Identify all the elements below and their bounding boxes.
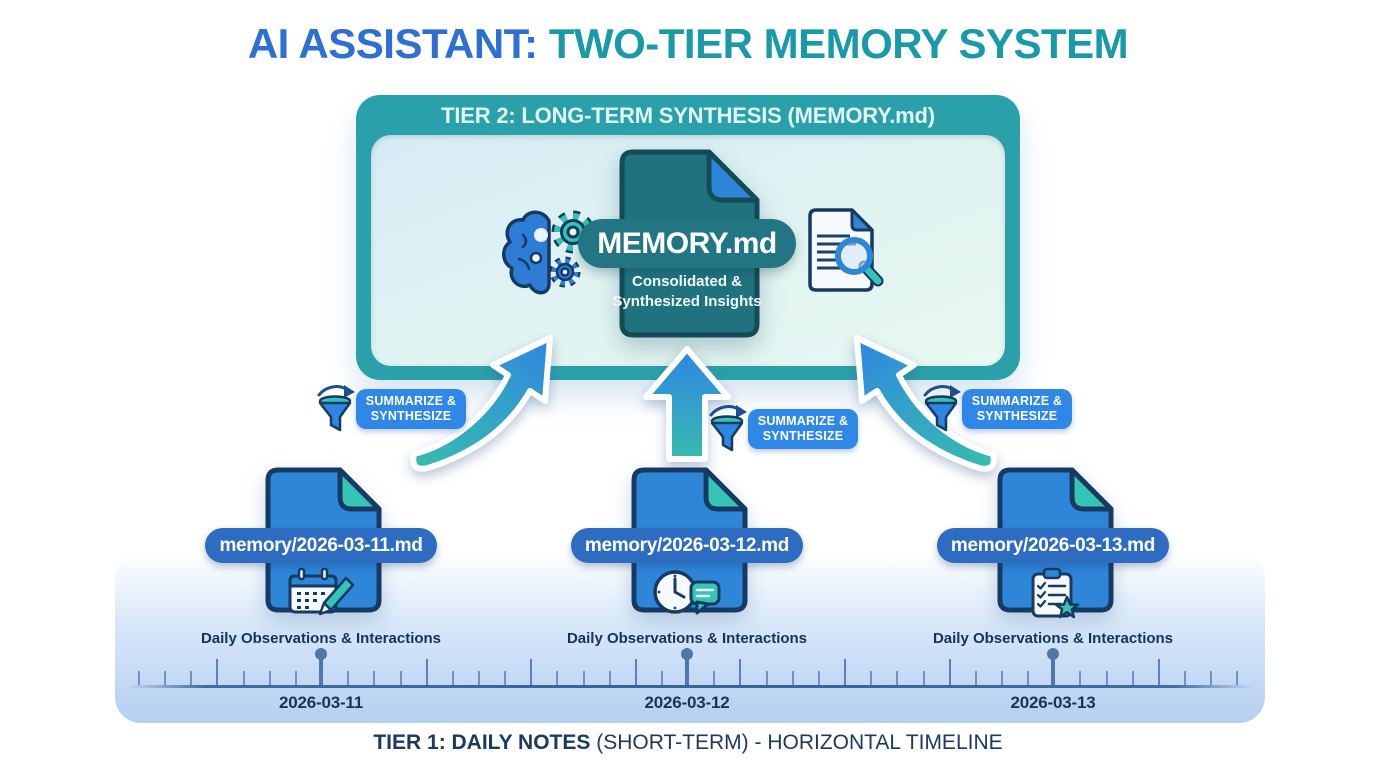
tier1-caption-bold: TIER 1: DAILY NOTES [373, 731, 591, 754]
timeline-tick [765, 671, 768, 685]
file-caption: Daily Observations & Interactions [566, 630, 808, 647]
up-arrow-icon [643, 346, 731, 462]
timeline-tick [661, 671, 663, 685]
summarize-line1: SUMMARIZE & [365, 394, 457, 408]
timeline-tick [582, 671, 585, 685]
timeline-tick [164, 671, 167, 685]
page-title-part2: TWO-TIER MEMORY SYSTEM [537, 20, 1129, 67]
page-title: AI ASSISTANT: TWO-TIER MEMORY SYSTEM [0, 20, 1376, 68]
timeline-tick [347, 671, 350, 685]
marker-dot-icon [681, 648, 693, 660]
file-name-pill: memory/2026-03-12.md [571, 528, 803, 563]
timeline-tick [1079, 671, 1082, 685]
memory-caption-line2: Synthesized Insights [612, 292, 762, 310]
tier1-caption: TIER 1: DAILY NOTES (SHORT-TERM) - HORIZ… [0, 731, 1376, 755]
file-caption: Daily Observations & Interactions [932, 630, 1174, 647]
gear-icon-bottom [549, 256, 581, 288]
summarize-label: SUMMARIZE & SYNTHESIZE [356, 389, 466, 429]
timeline-tick [190, 671, 193, 685]
memory-file-caption: Consolidated & Synthesized Insights [575, 272, 799, 311]
file-name-pill: memory/2026-03-13.md [937, 528, 1169, 563]
timeline-tick [477, 671, 480, 685]
timeline-tick [922, 671, 925, 685]
timeline-tick [216, 659, 219, 685]
timeline-tick [948, 659, 951, 685]
marker-dot-icon [315, 648, 327, 660]
summarize-line2: SYNTHESIZE [762, 429, 844, 443]
daily-file-card: memory/2026-03-12.md Daily Observations … [562, 465, 812, 660]
timeline-tick [504, 671, 507, 685]
tier1-caption-rest: (SHORT-TERM) - HORIZONTAL TIMELINE [590, 731, 1003, 754]
daily-file-card: memory/2026-03-13.md Daily Observations … [928, 465, 1178, 660]
timeline-date: 2026-03-11 [278, 693, 364, 712]
summarize-line1: SUMMARIZE & [971, 394, 1063, 408]
tier2-header: TIER 2: LONG-TERM SYNTHESIS (MEMORY.md) [441, 103, 935, 128]
document-search-icon [808, 208, 884, 292]
timeline-baseline [127, 685, 1253, 688]
timeline-tick [242, 671, 245, 685]
timeline-tick [844, 659, 847, 685]
marker-stem [319, 657, 323, 685]
clipboard-star-icon [1031, 567, 1080, 619]
summarize-label: SUMMARIZE & SYNTHESIZE [748, 409, 858, 449]
timeline-tick [1131, 671, 1134, 685]
timeline-tick [373, 671, 376, 685]
memory-file-label: MEMORY.md [578, 219, 796, 268]
timeline-tick [817, 671, 820, 685]
timeline-tick [399, 671, 402, 685]
timeline-tick [425, 659, 428, 685]
curved-arrow-left-icon [410, 335, 553, 472]
file-name-pill: memory/2026-03-11.md [205, 528, 437, 563]
calendar-pencil-icon [288, 567, 355, 616]
tier2-panel: TIER 2: LONG-TERM SYNTHESIS (MEMORY.md) [356, 95, 1020, 380]
folded-corner-icon [1069, 467, 1114, 512]
timeline-tick [870, 671, 873, 685]
timeline-tick [294, 671, 297, 685]
timeline-tick [713, 671, 716, 685]
timeline-tick [791, 671, 794, 685]
timeline-tick [556, 671, 559, 685]
daily-file-card: memory/2026-03-11.md Daily Observations … [196, 465, 446, 660]
timeline-tick [608, 671, 611, 685]
timeline-tick [530, 659, 533, 685]
memory-caption-line1: Consolidated & [631, 273, 742, 290]
timeline-tick [1236, 671, 1239, 685]
marker-stem [685, 657, 689, 685]
funnel-icon [923, 385, 961, 432]
timeline-tick [1157, 659, 1160, 685]
folded-corner-icon [337, 467, 382, 512]
summarize-line2: SYNTHESIZE [370, 409, 452, 423]
timeline-tick [739, 659, 742, 685]
timeline-tick [1105, 671, 1108, 685]
marker-dot-icon [1047, 648, 1059, 660]
funnel-icon [317, 385, 355, 432]
timeline-tick [974, 671, 977, 685]
timeline-tick [1027, 671, 1030, 685]
timeline-date: 2026-03-12 [644, 693, 730, 712]
summarize-line2: SYNTHESIZE [976, 409, 1058, 423]
folded-corner-icon [703, 467, 748, 512]
summarize-line1: SUMMARIZE & [757, 414, 849, 428]
timeline-tick [1210, 671, 1213, 685]
timeline-tick [896, 671, 899, 685]
funnel-icon [709, 405, 747, 452]
marker-stem [1051, 657, 1055, 685]
summarize-label: SUMMARIZE & SYNTHESIZE [962, 389, 1072, 429]
file-caption: Daily Observations & Interactions [200, 630, 442, 647]
timeline-tick [1184, 671, 1186, 685]
timeline-tick [451, 671, 454, 685]
clock-chat-icon [653, 570, 721, 615]
timeline-tick [1000, 671, 1003, 685]
folded-corner-icon [706, 149, 760, 203]
timeline-tick [138, 671, 140, 685]
timeline-tick [634, 659, 637, 685]
timeline-date: 2026-03-13 [1010, 693, 1096, 712]
page-title-part1: AI ASSISTANT: [247, 20, 538, 67]
timeline-tick [268, 671, 271, 685]
